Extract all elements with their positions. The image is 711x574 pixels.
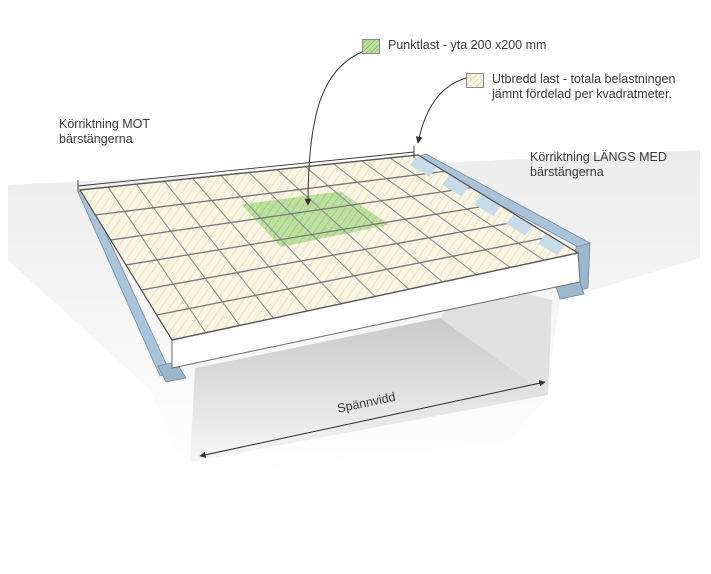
dimension-lines	[77, 146, 546, 458]
cross-bar	[110, 187, 472, 241]
pit-opening	[190, 318, 548, 462]
legend-distributed-load: Utbredd last - totala belastningen jämnt…	[466, 72, 675, 102]
end-plate	[442, 174, 470, 197]
cross-bar	[95, 170, 445, 216]
leader-distributed-load	[415, 77, 467, 144]
distributed-load-swatch	[466, 73, 484, 88]
end-plate	[474, 194, 502, 216]
point-load-text: Punktlast - yta 200 x200 mm	[388, 38, 547, 52]
end-plate	[538, 233, 566, 256]
pit-wall	[440, 280, 552, 395]
end-plate	[410, 155, 438, 177]
cross-bar	[125, 203, 499, 266]
label-direction-against: Körriktning MOT bärstängerna	[59, 117, 150, 146]
cross-bar	[156, 236, 552, 316]
label-direction-along: Körriktning LÄNGS MED bärstängerna	[530, 150, 667, 179]
distributed-load-text: Utbredd last - totala belastningen jämnt…	[492, 72, 676, 101]
leader-point-load	[304, 51, 363, 206]
end-plate	[506, 213, 534, 236]
point-load-swatch	[362, 39, 380, 54]
grating-front-top-edge	[171, 252, 579, 341]
cross-bar	[141, 219, 525, 291]
legend-point-load: Punktlast - yta 200 x200 mm	[362, 38, 546, 54]
